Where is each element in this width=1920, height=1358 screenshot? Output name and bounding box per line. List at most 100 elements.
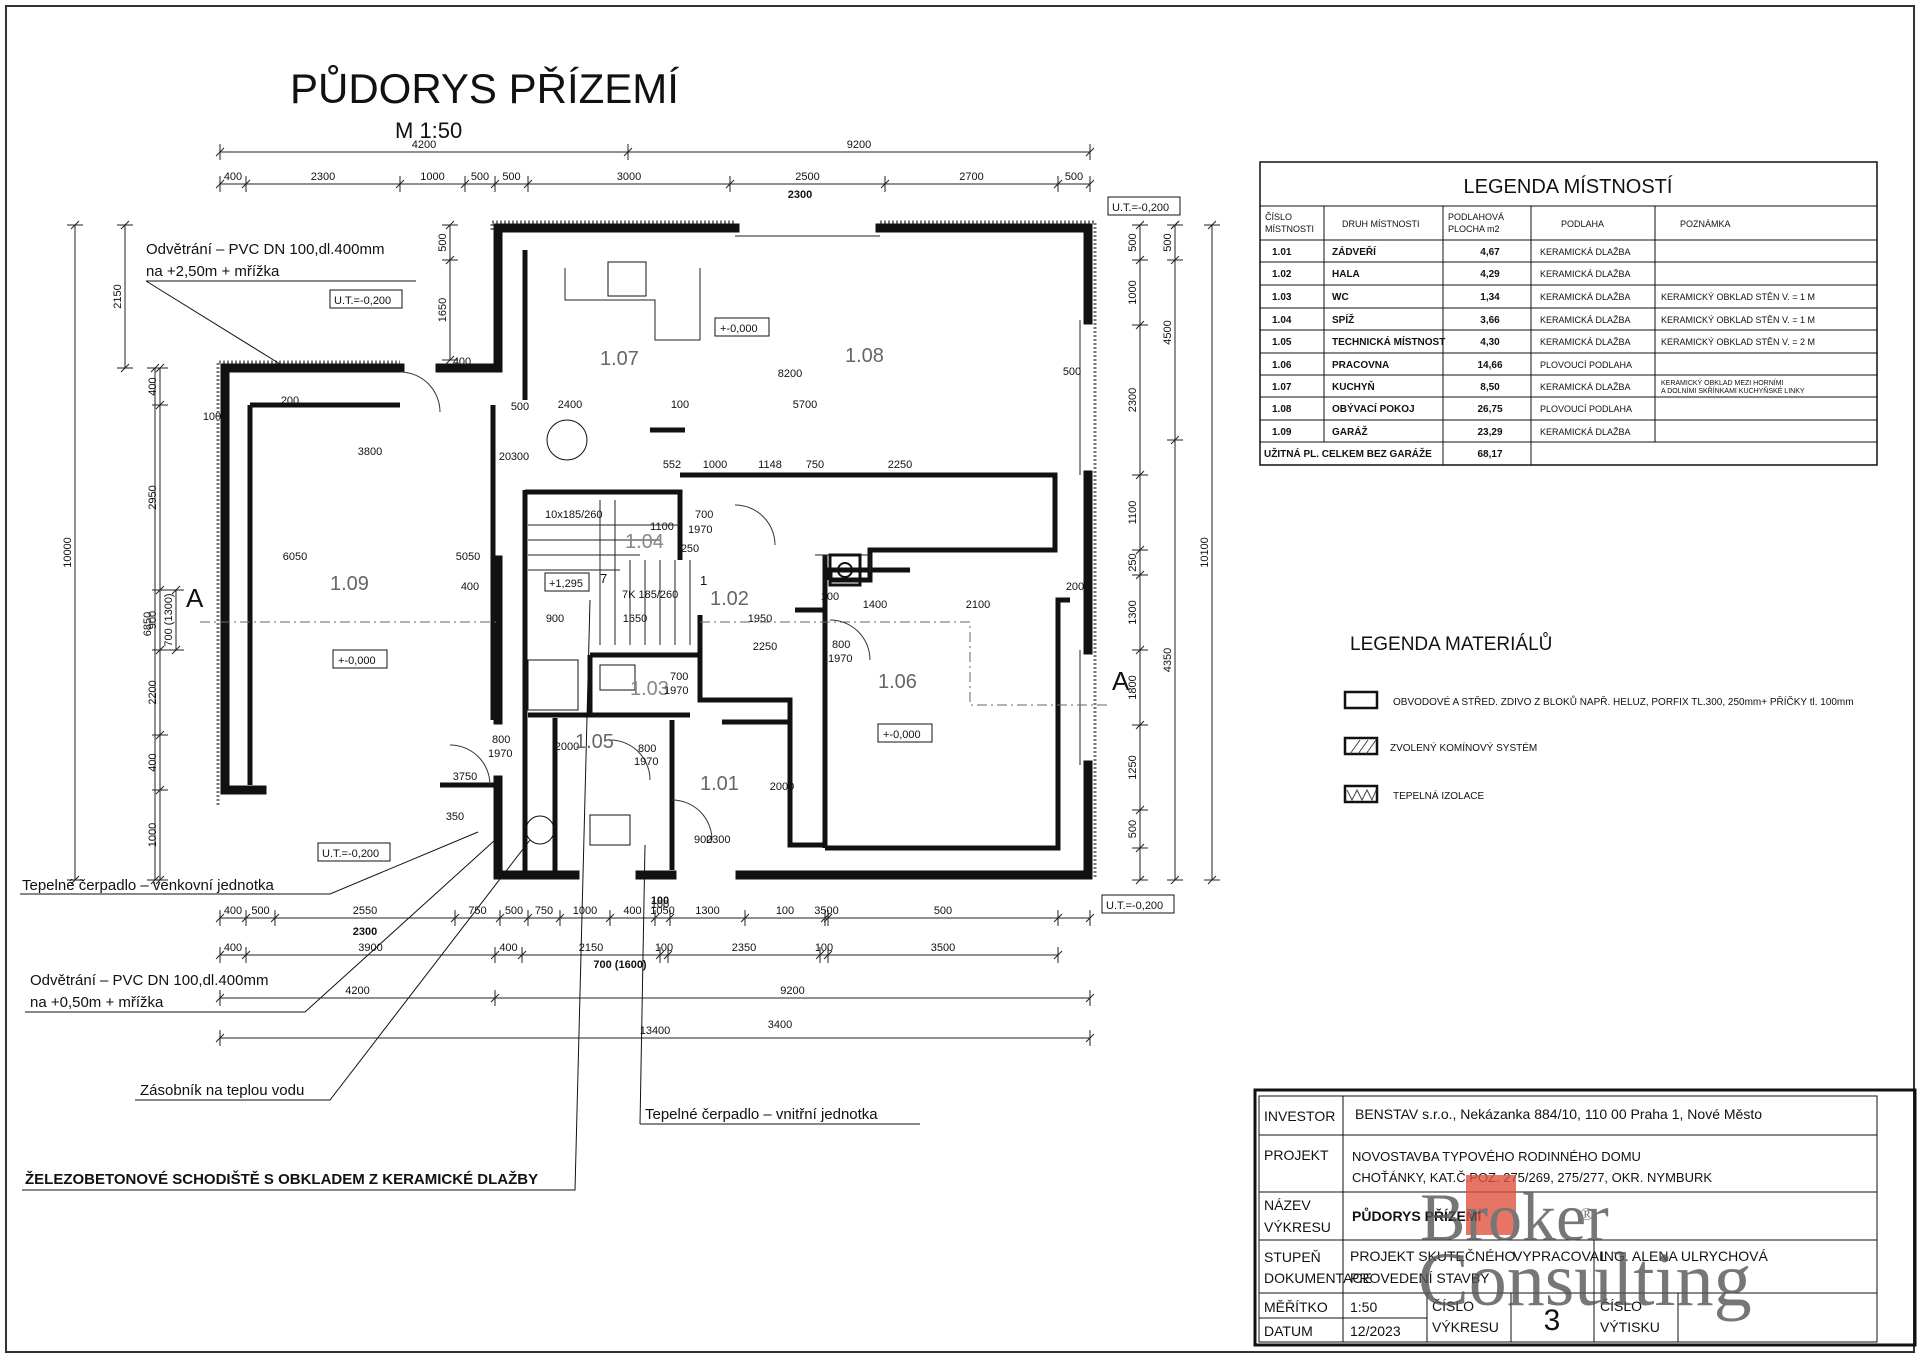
dimension-label: 2000 — [555, 741, 579, 753]
tb-stage: PROVEDENÍ STAVBY — [1350, 1270, 1490, 1286]
door-width: 700 — [695, 509, 713, 521]
stair-step: 7 — [600, 571, 607, 586]
room-legend-cell: 1.07 — [1272, 382, 1292, 393]
dimension-label: 3000 — [617, 171, 641, 183]
dimension-label: 1250 — [1127, 755, 1139, 779]
room-legend-cell: SPÍŽ — [1332, 313, 1354, 326]
dimension-label: 2400 — [558, 399, 582, 411]
note-vent-bottom: Odvětrání – PVC DN 100,dl.400mm — [30, 972, 268, 989]
dimension-label: 1000 — [1127, 280, 1139, 304]
dimension-label: 2300 — [788, 189, 812, 201]
section-mark-left: A — [186, 583, 204, 613]
section-mark-right: A — [1112, 666, 1130, 696]
dimension-label: 1148 — [758, 459, 782, 471]
dimension-label: 9200 — [847, 139, 871, 151]
room-legend-title: LEGENDA MÍSTNOSTÍ — [1464, 175, 1673, 198]
room-legend-cell: 26,75 — [1477, 404, 1502, 415]
dimension-label: 500 — [1162, 233, 1174, 251]
level-stair: +1,295 — [549, 578, 583, 590]
watermark-reg: ® — [1580, 1204, 1594, 1224]
tb-project-label: PROJEKT — [1264, 1147, 1329, 1163]
stair-label: 10x185/260 — [545, 509, 603, 521]
note-stairs: ŽELEZOBETONOVÉ SCHODIŠTĚ S OBKLADEM Z KE… — [25, 1170, 538, 1188]
chimney-hatch-swatch — [1343, 736, 1379, 756]
level-zero: +-0,000 — [883, 729, 921, 741]
dimension-label: 300 — [511, 451, 529, 463]
room-label: 1.09 — [330, 573, 369, 595]
dimension-label: 400 — [224, 171, 242, 183]
dimension-label: 100 — [651, 895, 669, 907]
note-vent-top: na +2,50m + mřížka — [146, 263, 280, 280]
room-legend-cell: 14,66 — [1477, 360, 1502, 371]
tb-author: ING. ALENA ULRYCHOVÁ — [1600, 1248, 1768, 1264]
dimension-label: 100 — [655, 942, 673, 954]
level-terrain: U.T.=-0,200 — [322, 848, 379, 860]
dimension-label: 400 — [224, 942, 242, 954]
level-terrain: U.T.=-0,200 — [1112, 202, 1169, 214]
door-width: 900 — [694, 834, 712, 846]
stair-door-labels: 10x185/260 7K 185/260 7 1 700 1970 800 1… — [488, 509, 852, 846]
dimension-label: 100 — [671, 399, 689, 411]
dimension-label: 2300 — [1127, 388, 1139, 412]
note-vent-bottom: na +0,50m + mřížka — [30, 994, 164, 1011]
dimension-label: 100 — [651, 899, 669, 911]
door-width: 700 — [670, 671, 688, 683]
dimension-label: 2950 — [147, 485, 159, 509]
dimension-label: 750 — [468, 905, 486, 917]
room-legend-cell: 1.04 — [1272, 315, 1292, 326]
room-legend-cell: KERAMICKÁ DLAŽBA — [1540, 382, 1631, 392]
dimension-label: 3900 — [358, 942, 382, 954]
dimension-label: 100 — [815, 942, 833, 954]
door-height: 1970 — [664, 685, 688, 697]
room-legend-total-value: 68,17 — [1477, 449, 1502, 460]
material-item-label: OBVODOVÉ A STŘED. ZDIVO Z BLOKŮ NAPŘ. HE… — [1393, 695, 1854, 708]
dimension-label: 400 — [147, 377, 159, 395]
tb-stage: PROJEKT SKUTEČNÉHO — [1350, 1248, 1516, 1264]
door-height: 1970 — [688, 524, 712, 536]
room-label: 1.03 — [630, 678, 669, 700]
room-legend-cell: WC — [1332, 292, 1349, 303]
dimension-label: 400 — [461, 581, 479, 593]
level-zero: +-0,000 — [720, 323, 758, 335]
dimension-label: 3800 — [358, 446, 382, 458]
room-legend-cell: ZÁDVEŘÍ — [1332, 245, 1376, 258]
dimension-label: 9200 — [780, 985, 804, 997]
tb-investor: BENSTAV s.r.o., Nekázanka 884/10, 110 00… — [1355, 1106, 1762, 1122]
dimension-label: 552 — [663, 459, 681, 471]
dimension-label: 13400 — [640, 1025, 671, 1037]
dimension-label: 2700 — [959, 171, 983, 183]
dimension-label: 350 — [446, 811, 464, 823]
room-legend-cell: PLOVOUCÍ PODLAHA — [1540, 404, 1632, 414]
room-legend-cell: KERAMICKÝ OBKLAD STĚN V. = 2 M — [1661, 337, 1815, 347]
dimension-label: 1050 — [650, 905, 674, 917]
tb-project: NOVOSTAVBA TYPOVÉHO RODINNÉHO DOMU — [1352, 1149, 1641, 1164]
door-width: 800 — [638, 743, 656, 755]
broker-consulting-watermark: Broker Consulting ® — [1418, 1175, 1752, 1322]
room-label: 1.07 — [600, 348, 639, 370]
dimension-label: 2350 — [732, 942, 756, 954]
door-height: 1970 — [634, 756, 658, 768]
dimension-label: 2250 — [753, 641, 777, 653]
tb-date-label: DATUM — [1264, 1323, 1313, 1339]
dimension-label: 400 — [224, 905, 242, 917]
room-legend-cell: KERAMICKÝ OBKLAD STĚN V. = 1 M — [1661, 292, 1815, 302]
room-legend-cell: PLOVOUCÍ PODLAHA — [1540, 360, 1632, 370]
dimension-label: 500 — [1065, 171, 1083, 183]
door-height: 1970 — [488, 748, 512, 760]
room-legend-cell: 1.09 — [1272, 427, 1292, 438]
tb-date: 12/2023 — [1350, 1323, 1401, 1339]
level-terrain: U.T.=-0,200 — [1106, 900, 1163, 912]
watermark-text: Consulting — [1418, 1238, 1752, 1322]
dimension-label: 6050 — [283, 551, 307, 563]
tb-drawing-name: PŮDORYS PŘÍZEMÍ — [1352, 1206, 1482, 1224]
room-label: 1.05 — [575, 731, 614, 753]
room-legend-cell: 1.03 — [1272, 292, 1292, 303]
dimension-label: 2550 — [353, 905, 377, 917]
dimension-label: 2500 — [795, 171, 819, 183]
dimension-label: 250 — [681, 543, 699, 555]
note-vent-top: Odvětrání – PVC DN 100,dl.400mm — [146, 241, 384, 258]
dimension-label: 1300 — [1127, 600, 1139, 624]
room-legend-cell: KERAMICKÁ DLAŽBA — [1540, 269, 1631, 279]
